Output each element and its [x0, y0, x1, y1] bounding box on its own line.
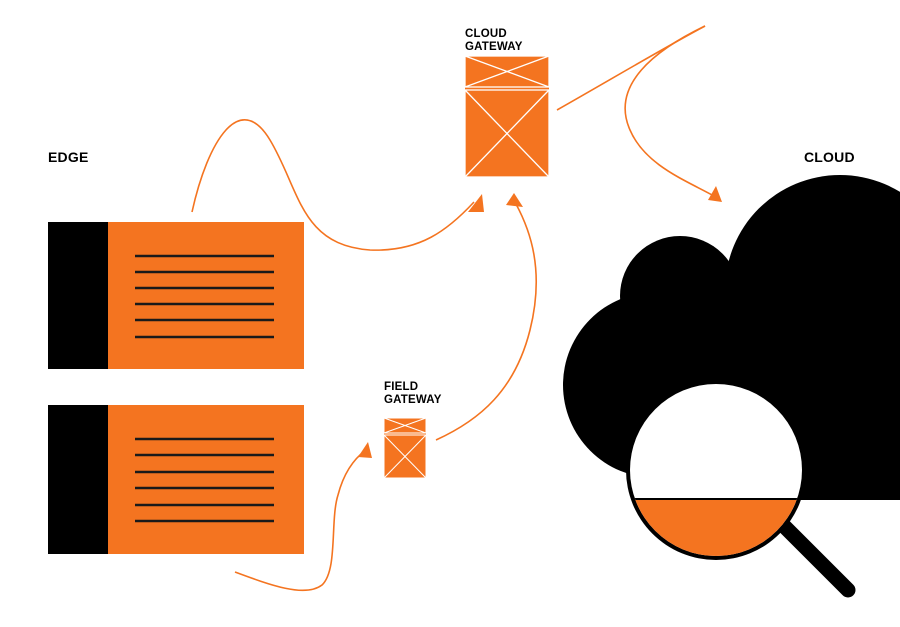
arrowhead-cloud-gateway-right: [506, 193, 523, 207]
arrow-device2-to-field-gateway: [234, 449, 367, 592]
field-gateway-label-line2: GATEWAY: [384, 394, 442, 406]
cloud-gateway-label-line1: CLOUD: [465, 28, 507, 40]
cloud-gateway-icon: [464, 55, 550, 178]
arrow-to-cloud: [624, 25, 715, 197]
arrowheads: [358, 186, 722, 458]
magnifying-glass-icon: [626, 380, 856, 598]
connectors: [191, 25, 715, 592]
edge-device-1: [48, 222, 304, 369]
arrow-device1-to-cloud-gateway: [191, 119, 475, 251]
edge-device-2: [48, 405, 304, 554]
cloud-label: CLOUD: [804, 149, 855, 165]
arrowhead-cloud: [708, 186, 722, 202]
field-gateway-icon: [383, 417, 427, 479]
arrow-cloud-gateway-out: [556, 25, 706, 111]
arrowhead-cloud-gateway-left: [468, 194, 484, 212]
cloud-gateway-label-line2: GATEWAY: [465, 41, 523, 53]
arrow-field-gateway-to-cloud-gateway: [435, 203, 537, 441]
edge-label: EDGE: [48, 149, 88, 165]
field-gateway-label-line1: FIELD: [384, 381, 418, 393]
arrowhead-field-gateway: [358, 442, 372, 458]
